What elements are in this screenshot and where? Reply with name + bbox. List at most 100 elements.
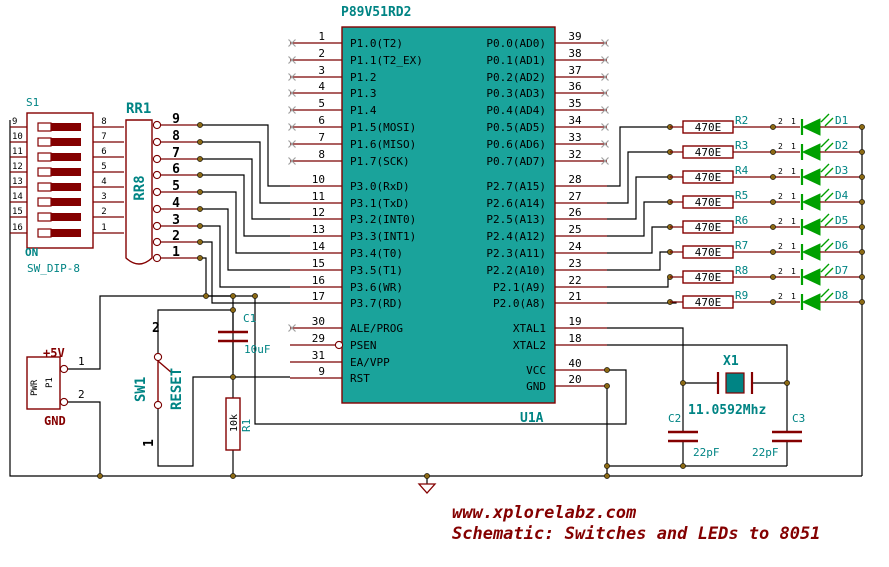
port2-wire [607, 276, 670, 288]
chip-pin-name: P3.6(WR) [350, 281, 403, 294]
no-connect-mark [601, 39, 609, 47]
led-triangle [801, 218, 821, 236]
resistor-array-pin-number: 4 [172, 196, 180, 211]
gnd-wire [68, 401, 101, 476]
led-emission-arrow [820, 238, 830, 248]
led-pin-number: 2 [778, 192, 783, 201]
resistor-array-pin [152, 187, 162, 197]
chip-pin-name: P0.6(AD6) [486, 138, 546, 151]
led-ref: D6 [835, 239, 848, 252]
junction-dot [859, 274, 865, 280]
capacitor-c2-ref: C2 [668, 412, 681, 425]
junction-dot [203, 293, 209, 299]
chip-pin-number: 4 [318, 80, 325, 93]
dip-switch-lever [51, 168, 81, 176]
chip-pin-name: P1.6(MISO) [350, 138, 416, 151]
no-connect-mark [601, 106, 609, 114]
no-connect-mark [601, 140, 609, 148]
junction-dot [197, 122, 203, 128]
dip-switch-lever [51, 153, 81, 161]
chip-pin-name: P0.3(AD3) [486, 87, 546, 100]
junction-dot [859, 149, 865, 155]
chip-pin-number: 20 [568, 373, 581, 386]
port3-wire [200, 174, 290, 237]
led-ref: D3 [835, 164, 848, 177]
dip-pin-number: 16 [12, 223, 23, 233]
resistor-r1-value: 10k [229, 414, 240, 432]
led-pin-number: 1 [791, 117, 796, 126]
reset-switch-contact [153, 400, 163, 410]
chip-pin-number: 9 [318, 365, 325, 378]
chip-pin-name: RST [350, 372, 370, 385]
wires [9, 120, 863, 484]
led-triangle [801, 143, 821, 161]
led-resistor-value: 470E [695, 296, 722, 309]
junction-dot [230, 374, 236, 380]
led-resistor-ref: R3 [735, 139, 748, 152]
reset-wire [157, 376, 290, 467]
junction-dot [230, 473, 236, 479]
dip-switch-lever [51, 229, 81, 237]
junction-dot [859, 124, 865, 130]
led-ref: D5 [835, 214, 848, 227]
power-pin-1-number: 1 [78, 355, 85, 368]
junction-dot [230, 293, 236, 299]
components [10, 26, 865, 494]
led-pin-number: 2 [778, 217, 783, 226]
led-resistor-value: 470E [695, 146, 722, 159]
junction-dot [197, 223, 203, 229]
junction-dot [604, 473, 610, 479]
dip-switch-slot [37, 122, 52, 132]
led-triangle [801, 118, 821, 136]
crystal-body [725, 372, 745, 394]
led-triangle [801, 243, 821, 261]
dip-pin-number: 9 [12, 117, 17, 127]
dip-switch-slot [37, 197, 52, 207]
rr-common-wire [200, 257, 234, 370]
port3-wire [200, 124, 290, 187]
power-connector-ref: P1 [45, 377, 55, 388]
dip-switch-lever [51, 198, 81, 206]
port3-wire [200, 225, 290, 288]
no-connect-mark [288, 39, 296, 47]
chip-pin-name: P0.5(AD5) [486, 121, 546, 134]
ground-symbol [417, 483, 437, 494]
dip-common-wire [9, 120, 100, 477]
reset-switch-ref: SW1 [133, 377, 149, 402]
junction-dot [859, 224, 865, 230]
port2-wire [607, 251, 670, 271]
dip-pin-number: 11 [12, 147, 23, 157]
junction-dot [770, 299, 776, 305]
chip-pin-name: P3.4(T0) [350, 247, 403, 260]
resistor-r1-body [225, 397, 241, 451]
led-pin-number: 1 [791, 267, 796, 276]
chip-pin-number: 23 [568, 257, 581, 270]
led-triangle [801, 168, 821, 186]
reset-pin-2-number: 2 [152, 321, 160, 336]
chip-pin-number: 1 [318, 30, 325, 43]
led-emission-arrow [820, 213, 830, 223]
dip-switch-lever [51, 138, 81, 146]
dip-switch-slot [37, 182, 52, 192]
chip-pin-name: P3.0(RxD) [350, 180, 410, 193]
capacitor-c2-value: 22pF [693, 446, 720, 459]
chip-pin-number: 34 [568, 114, 582, 127]
led-pin-number: 2 [778, 142, 783, 151]
chip-pin-number: 14 [312, 240, 326, 253]
junction-dot [770, 174, 776, 180]
chip-pin-name: P1.5(MOSI) [350, 121, 416, 134]
junction-dot [859, 199, 865, 205]
led-resistor-value: 470E [695, 121, 722, 134]
chip-pin-name: XTAL1 [513, 322, 546, 335]
led-emission-arrow [824, 192, 834, 202]
led-triangle [801, 293, 821, 311]
chip-pin-number: 18 [568, 332, 581, 345]
led-ref: D4 [835, 189, 849, 202]
chip-pin-number: 36 [568, 80, 581, 93]
dip-pin-number: 1 [101, 223, 106, 233]
chip-pin-number: 3 [318, 64, 325, 77]
led-pin-number: 2 [778, 267, 783, 276]
resistor-array-pin-number: 9 [172, 112, 180, 127]
chip-pin-number: 31 [312, 349, 325, 362]
led-resistor-ref: R4 [735, 164, 749, 177]
